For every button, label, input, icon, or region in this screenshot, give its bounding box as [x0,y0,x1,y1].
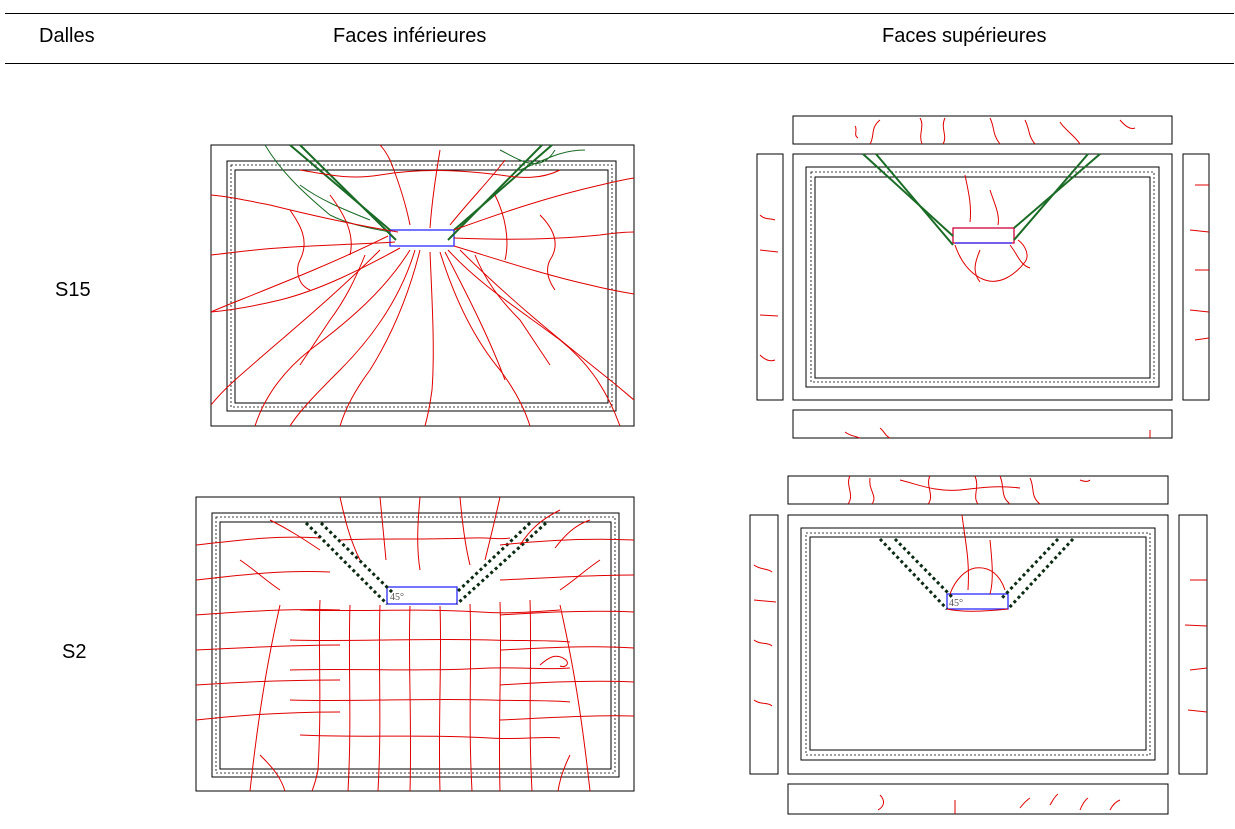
row-label-s2: S2 [62,641,87,663]
s2-bottom-angle-label: 45° [390,592,404,603]
s2-top-angle-label: 45° [949,598,963,609]
table-top-rule [5,13,1234,14]
table-header-rule [5,63,1234,64]
header-faces-superieures: Faces supérieures [882,25,1047,47]
header-dalles: Dalles [39,25,95,47]
header-faces-inferieures: Faces inférieures [333,25,487,47]
row-label-s15: S15 [55,279,91,301]
